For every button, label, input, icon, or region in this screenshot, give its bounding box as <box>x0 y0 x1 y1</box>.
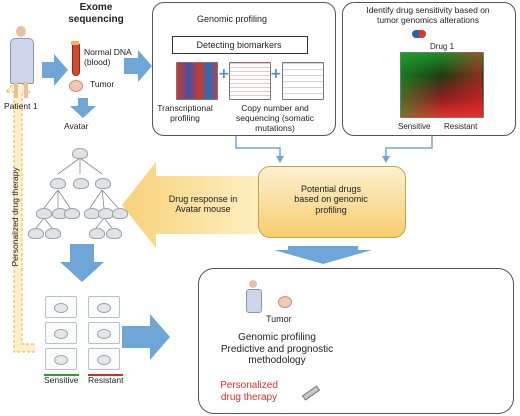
tumor-label: Tumor <box>90 79 115 89</box>
mouse-icon <box>89 228 105 239</box>
mouse-icon <box>64 208 80 219</box>
sequencing-plot <box>282 62 324 100</box>
patient-figure <box>6 26 36 100</box>
arrow-cages-to-database <box>122 314 170 360</box>
mouse-icon <box>106 228 122 239</box>
sensitive-label: Sensitive <box>398 122 431 131</box>
outcome-resistant: Resistant <box>88 374 124 385</box>
arrow-patient-to-samples <box>42 54 68 86</box>
blood-tube-icon <box>72 44 80 76</box>
genomic-profiling-title: Genomic profiling <box>196 14 268 24</box>
patient-figure-small <box>244 280 262 320</box>
patient-label: Patient 1 <box>4 101 38 111</box>
arrow-tree-to-cages <box>60 244 104 282</box>
detecting-biomarkers-label: Detecting biomarkers <box>196 40 282 50</box>
mouse-icon <box>50 178 66 189</box>
plus-icon: + <box>218 66 230 82</box>
cage-sensitive <box>45 296 77 318</box>
mouse-icon <box>45 228 61 239</box>
connector-profiling <box>235 136 281 158</box>
avatar-tree-lines <box>35 157 119 229</box>
avatar-label: Avatar <box>64 121 89 131</box>
personalized-therapy-side-label: Personalized drug therapy <box>10 167 21 267</box>
capsule-icon <box>412 30 426 38</box>
cage-resistant <box>88 348 120 370</box>
mouse-icon <box>28 228 44 239</box>
copy-number-plot <box>229 62 271 100</box>
transcriptional-heatmap <box>176 62 218 100</box>
tumor-sample-icon <box>69 80 83 92</box>
detecting-biomarkers-box <box>172 36 308 54</box>
cage-sensitive <box>45 322 77 344</box>
mouse-icon <box>36 208 52 219</box>
arrow-drugs-to-database <box>274 246 372 264</box>
tumor-icon-small <box>278 296 292 308</box>
arrow-drug-response <box>122 162 258 248</box>
normal-dna-label: Normal DNA(blood) <box>84 47 132 67</box>
tube-cap <box>71 41 79 45</box>
drug-label: Drug 1 <box>430 42 455 51</box>
cage-resistant <box>88 322 120 344</box>
mouse-icon <box>73 178 89 189</box>
heatmap-overlay <box>400 52 482 116</box>
plus-icon: + <box>270 66 282 82</box>
cage-sensitive <box>45 348 77 370</box>
resistant-label: Resistant <box>444 122 478 131</box>
mouse-icon <box>95 178 111 189</box>
connector-sensitivity <box>385 136 433 158</box>
cage-resistant <box>88 296 120 318</box>
arrow-samples-to-profiling <box>124 50 152 82</box>
mouse-icon <box>112 208 128 219</box>
potential-drugs-box <box>258 166 406 238</box>
arrow-tumor-to-avatar <box>70 98 96 118</box>
outcome-sensitive: Sensitive <box>44 374 79 385</box>
mouse-icon <box>72 148 88 159</box>
db-tumor-label: Tumor <box>266 314 292 324</box>
